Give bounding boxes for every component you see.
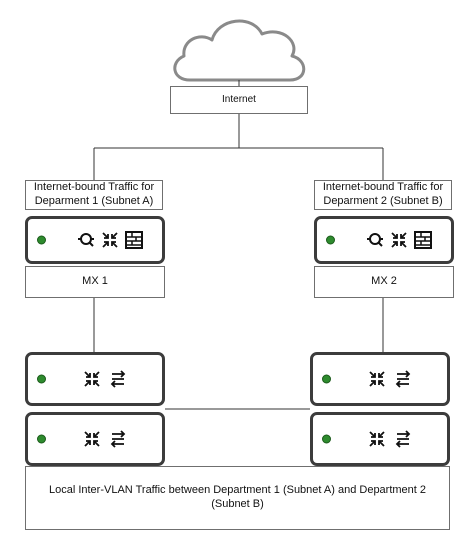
- firewall-brick-icon: [124, 230, 144, 250]
- bidirectional-arrows-icon: [108, 369, 128, 389]
- firewall-brick-icon: [413, 230, 433, 250]
- status-led: [37, 235, 46, 245]
- bidirectional-arrows-icon: [108, 429, 128, 449]
- mx1-appliance: [25, 216, 165, 264]
- cross-arrows-icon: [82, 369, 102, 389]
- left-switch-2: [25, 412, 165, 466]
- bidirectional-arrows-icon: [393, 429, 413, 449]
- status-led: [322, 434, 331, 444]
- status-led: [326, 235, 335, 245]
- search-gear-icon: [365, 230, 385, 250]
- right-traffic-box: Internet-bound Traffic for Deparment 2 (…: [314, 180, 452, 210]
- left-traffic-box: Internet-bound Traffic for Deparment 1 (…: [25, 180, 163, 210]
- cross-arrows-icon: [389, 230, 409, 250]
- right-switch-1: [310, 352, 450, 406]
- right-traffic-label: Internet-bound Traffic for Deparment 2 (…: [322, 181, 444, 207]
- status-led: [322, 374, 331, 384]
- cross-arrows-icon: [82, 429, 102, 449]
- inter-vlan-traffic-label: Local Inter-VLAN Traffic between Departm…: [48, 484, 427, 510]
- cross-arrows-icon: [100, 230, 120, 250]
- cross-arrows-icon: [367, 369, 387, 389]
- cloud-icon: [173, 19, 306, 82]
- internet-box: Internet: [170, 86, 308, 114]
- mx2-label: MX 2: [371, 275, 397, 288]
- internet-label: Internet: [222, 93, 256, 105]
- cross-arrows-icon: [367, 429, 387, 449]
- right-switch-2: [310, 412, 450, 466]
- status-led: [37, 434, 46, 444]
- status-led: [37, 374, 46, 384]
- left-switch-1: [25, 352, 165, 406]
- mx2-label-box: MX 2: [314, 266, 454, 298]
- mx2-appliance: [314, 216, 454, 264]
- left-traffic-label: Internet-bound Traffic for Deparment 1 (…: [33, 181, 155, 207]
- search-gear-icon: [76, 230, 96, 250]
- mx1-label: MX 1: [82, 275, 108, 288]
- inter-vlan-traffic-box: Local Inter-VLAN Traffic between Departm…: [25, 466, 450, 530]
- bidirectional-arrows-icon: [393, 369, 413, 389]
- mx1-label-box: MX 1: [25, 266, 165, 298]
